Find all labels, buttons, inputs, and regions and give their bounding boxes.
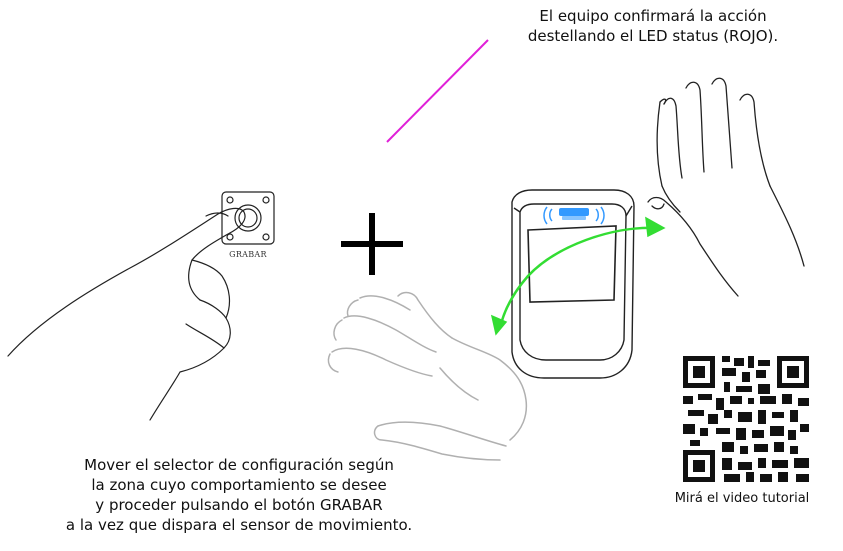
qr-caption: Mirá el video tutorial	[674, 491, 810, 506]
led-status-icon	[543, 206, 605, 225]
instruction-line: Mover el selector de configuración según	[84, 456, 394, 474]
qr-code-icon	[683, 356, 809, 482]
raised-hand-icon	[647, 77, 805, 297]
sensor-device-icon	[511, 189, 635, 379]
motion-arrow-icon	[490, 216, 666, 336]
led-note-line: El equipo confirmará la acción	[539, 7, 767, 25]
plus-icon	[341, 213, 403, 275]
led-confirmation-note: El equipo confirmará la acción destellan…	[488, 6, 818, 46]
instruction-line: a la vez que dispara el sensor de movimi…	[65, 516, 413, 534]
instruction-line: y proceder pulsando el botón GRABAR	[95, 496, 383, 514]
waving-hand-icon	[327, 291, 528, 461]
led-note-line: destellando el LED status (ROJO).	[527, 27, 779, 45]
instructions-note: Mover el selector de configuración según…	[0, 455, 478, 535]
grabar-button-label: GRABAR	[229, 250, 267, 259]
pointer-line	[386, 39, 489, 143]
finger-pressing-button-icon	[7, 191, 275, 421]
instruction-line: la zona cuyo comportamiento se desee	[91, 476, 387, 494]
